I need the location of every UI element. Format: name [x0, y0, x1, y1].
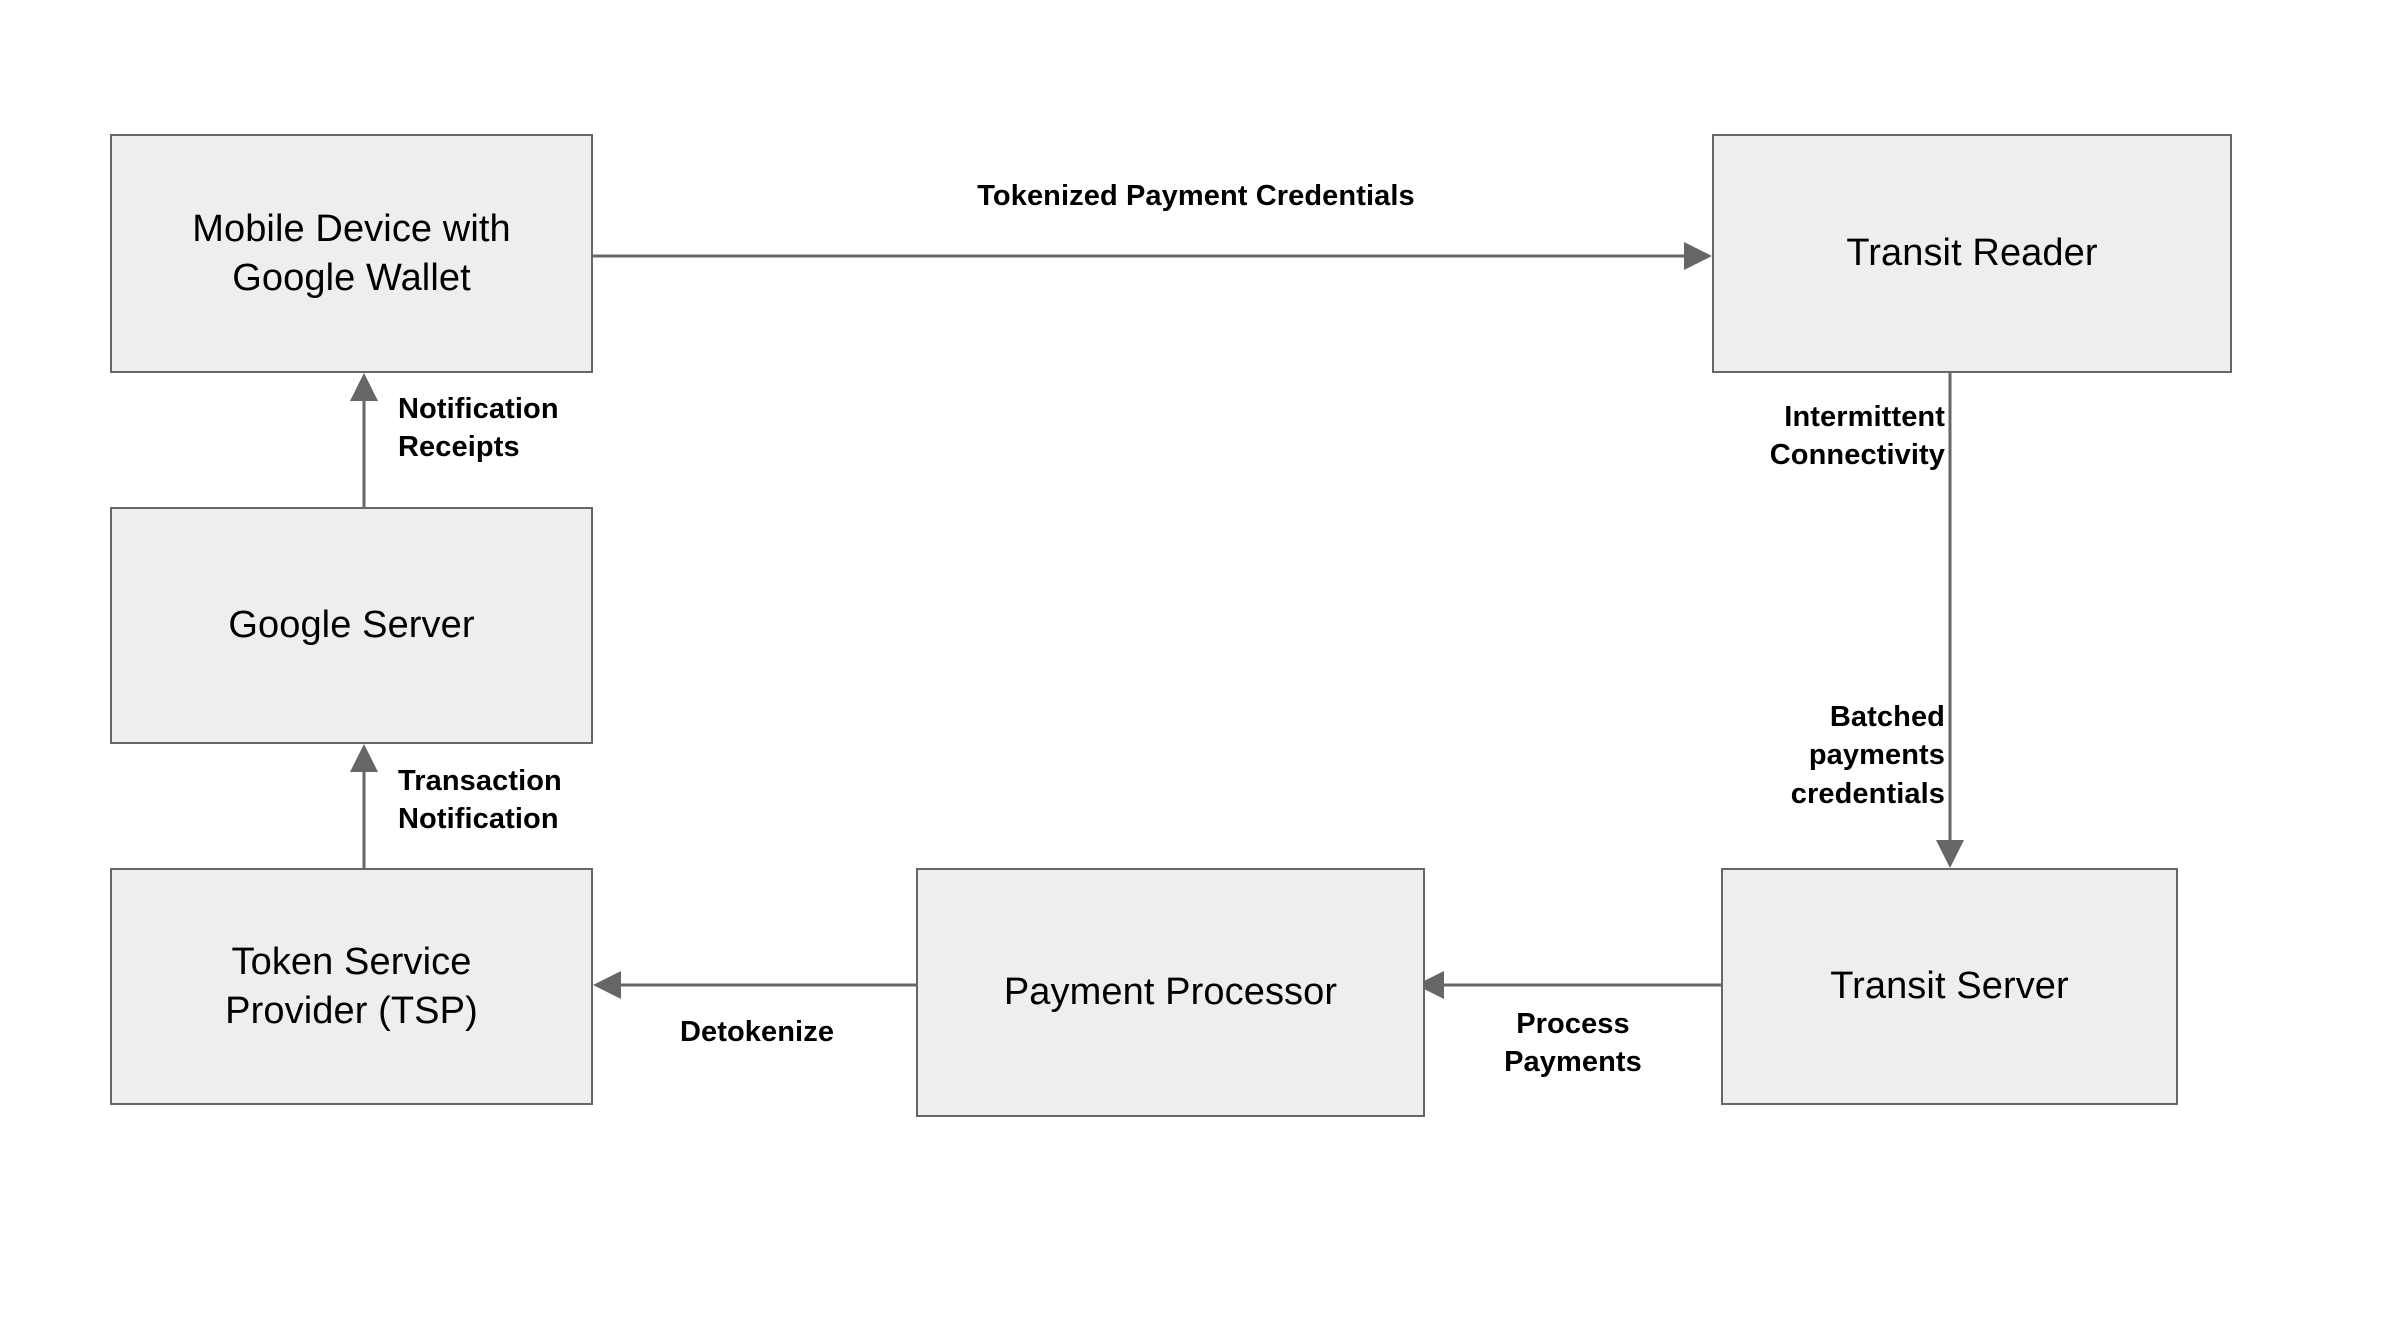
node-transit-server[interactable]: Transit Server — [1721, 868, 2178, 1105]
edge-label-intermittent-connectivity: Intermittent Connectivity — [1769, 401, 1945, 472]
node-transit-reader-label: Transit Reader — [1846, 232, 2098, 275]
connector-transaction-notification — [350, 744, 378, 868]
node-token-service-provider-label: Token Service Provider (TSP) — [225, 940, 478, 1032]
node-transit-reader[interactable]: Transit Reader — [1712, 134, 2232, 373]
edge-label-transaction-notification: Transaction Notification — [398, 765, 562, 836]
edge-label-tokenized-payment-credentials: Tokenized Payment Credentials — [977, 180, 1415, 212]
edge-label-detokenize: Detokenize — [679, 1016, 835, 1048]
edge-label-notification-receipts: Notification Receipts — [398, 393, 559, 464]
node-google-server[interactable]: Google Server — [110, 507, 593, 744]
node-token-service-provider[interactable]: Token Service Provider (TSP) — [110, 868, 593, 1105]
edge-label-process-payments: Process Payments — [1504, 1008, 1642, 1079]
node-mobile-device[interactable]: Mobile Device with Google Wallet — [110, 134, 593, 373]
connector-notification-receipts — [350, 373, 378, 507]
node-google-server-label: Google Server — [228, 604, 475, 647]
connector-detokenize — [593, 971, 916, 999]
node-mobile-device-label: Mobile Device with Google Wallet — [192, 207, 511, 299]
connector-process-payments — [1416, 971, 1721, 999]
connector-tokenized-payment-credentials — [593, 242, 1712, 270]
edge-label-batched-payments-credentials: Batched payments credentials — [1790, 701, 1945, 810]
node-payment-processor[interactable]: Payment Processor — [916, 868, 1425, 1117]
node-transit-server-label: Transit Server — [1830, 965, 2069, 1008]
node-payment-processor-label: Payment Processor — [1003, 971, 1338, 1014]
